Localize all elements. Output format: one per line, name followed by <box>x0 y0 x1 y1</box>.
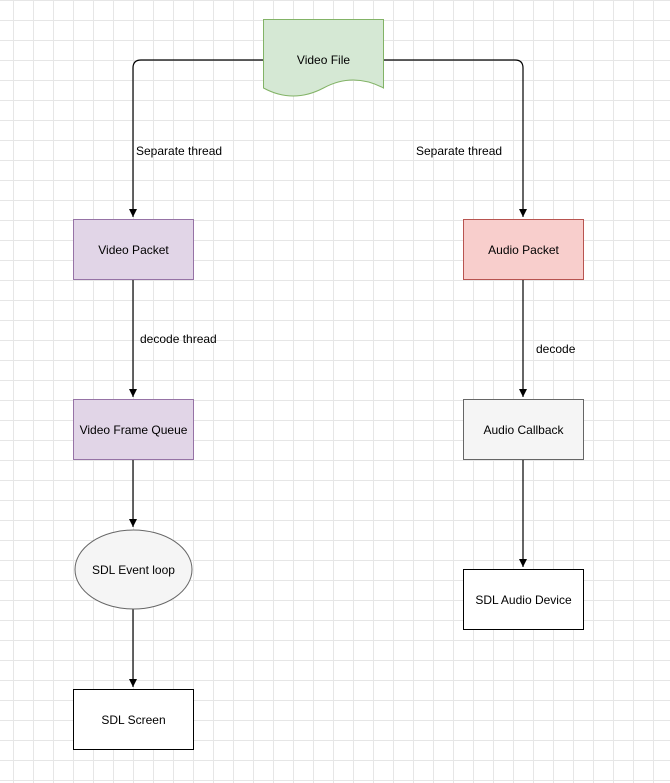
audio-packet-label: Audio Packet <box>488 243 559 257</box>
node-audio-packet[interactable]: Audio Packet <box>463 219 584 280</box>
video-file-document-shape <box>263 19 384 97</box>
node-video-file[interactable]: Video File <box>263 19 384 97</box>
node-sdl-audio-device[interactable]: SDL Audio Device <box>463 569 584 630</box>
edge-label-video-packet-to-queue: decode thread <box>140 332 217 346</box>
sdl-screen-label: SDL Screen <box>101 713 165 727</box>
audio-callback-box <box>463 399 584 460</box>
node-audio-callback[interactable]: Audio Callback <box>463 399 584 460</box>
node-sdl-screen[interactable]: SDL Screen <box>73 689 194 750</box>
audio-callback-label: Audio Callback <box>483 423 564 437</box>
video-frame-queue-label: Video Frame Queue <box>80 423 188 437</box>
node-video-frame-queue[interactable]: Video Frame Queue <box>73 399 194 460</box>
edge-label-audio-packet-to-callback: decode <box>536 342 576 356</box>
audio-packet-box <box>463 219 584 280</box>
video-packet-label: Video Packet <box>98 243 169 257</box>
video-file-label: Video File <box>297 53 350 67</box>
sdl-screen-box <box>73 689 194 750</box>
edge-label-file-to-video-packet: Separate thread <box>136 144 222 158</box>
edge-file-to-video-packet <box>129 59 263 217</box>
node-video-packet[interactable]: Video Packet <box>73 219 194 280</box>
video-packet-box <box>73 219 194 280</box>
edge-file-to-audio-packet <box>383 59 527 217</box>
edge-label-file-to-audio-packet: Separate thread <box>416 144 502 158</box>
node-sdl-event-loop[interactable]: SDL Event loop <box>74 529 193 610</box>
sdl-audio-device-box <box>463 569 584 630</box>
video-frame-queue-box <box>73 399 194 460</box>
sdl-audio-device-label: SDL Audio Device <box>475 593 572 607</box>
sdl-event-loop-ellipse <box>74 529 193 610</box>
sdl-event-loop-label: SDL Event loop <box>92 563 175 577</box>
